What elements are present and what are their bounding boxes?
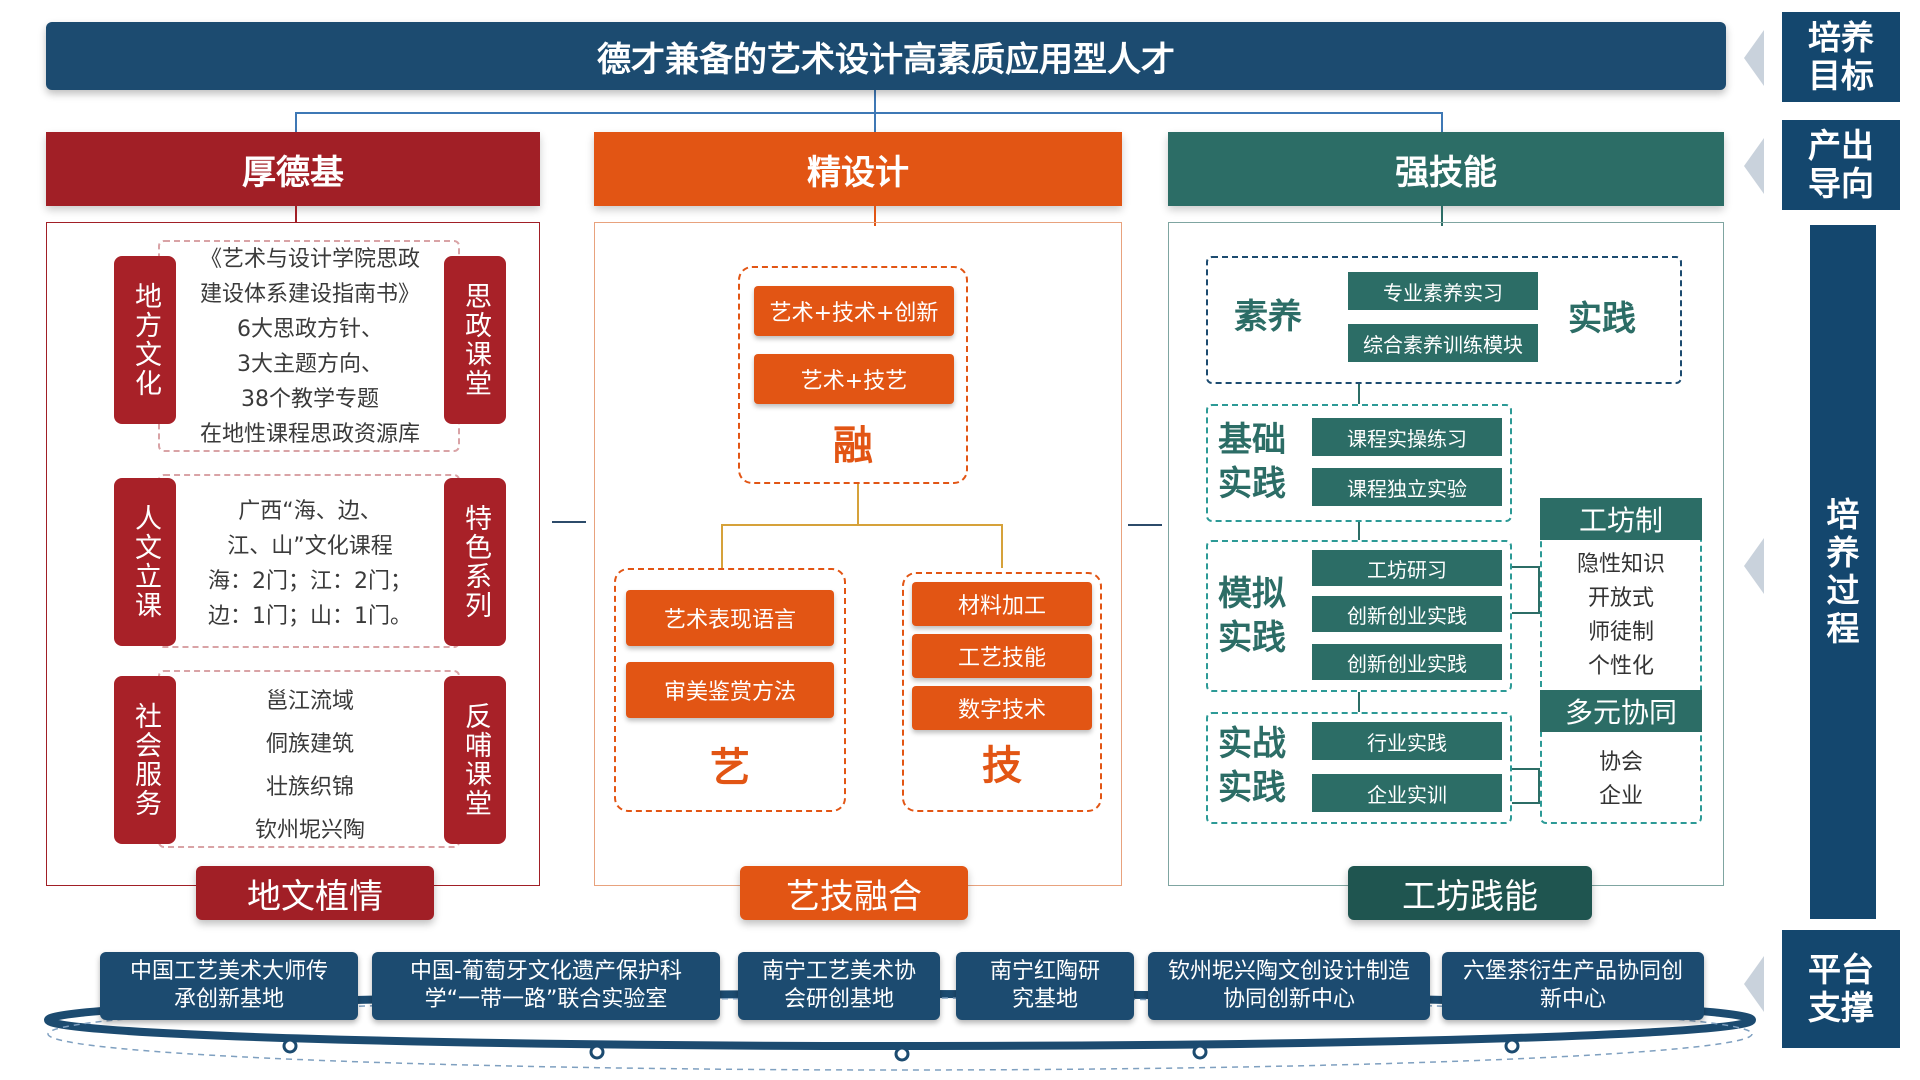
side-label-goal: 培养目标 (1782, 12, 1900, 102)
page-title: 德才兼备的艺术设计高素质应用型人才 (597, 39, 1175, 80)
column-header-right: 强技能 (1168, 132, 1724, 206)
footer-tag-left: 地文植情 (196, 866, 434, 920)
sim-item-2: 创新创业实践 (1312, 596, 1502, 632)
tree-connector (721, 524, 723, 568)
title-bar: 德才兼备的艺术设计高素质应用型人才 (46, 22, 1726, 90)
fusion-box (738, 266, 968, 484)
basic-item-1: 课程实操练习 (1312, 418, 1502, 456)
connector-left (295, 112, 297, 132)
basic-practice-label: 基础实践 (1218, 420, 1286, 504)
tech-box (902, 572, 1102, 812)
chevron-left-icon (1744, 30, 1764, 86)
left-row-2-text: 广西“海、边、 江、山”文化课程 海：2门；江：2门； 边：1门；山：1门。 (208, 499, 412, 629)
sim-practice-label: 模拟实践 (1218, 574, 1286, 658)
art-item-2: 审美鉴赏方法 (626, 662, 834, 718)
connector-middle-down (874, 206, 876, 226)
literacy-right-label: 实践 (1568, 299, 1636, 339)
tree-connector (1358, 692, 1360, 712)
tech-item-1: 材料加工 (912, 582, 1092, 626)
tree-connector (1358, 522, 1360, 540)
fusion-item-2: 艺术+技艺 (754, 354, 954, 404)
tag-feedback-class: 反哺课堂 (444, 676, 506, 844)
sim-practice-box (1206, 540, 1512, 692)
tech-label: 技 (982, 743, 1022, 789)
column-header-left: 厚德基 (46, 132, 540, 206)
side-label-platform: 平台支撑 (1782, 930, 1900, 1048)
separator-dash (552, 521, 586, 523)
connector-middle (874, 112, 876, 132)
side-label-output: 产出导向 (1782, 120, 1900, 210)
tech-item-3: 数字技术 (912, 686, 1092, 730)
art-label: 艺 (710, 745, 750, 791)
tag-humanities-course: 人文立课 (114, 478, 176, 646)
tag-local-culture: 地方文化 (114, 256, 176, 424)
bracket-connector (1512, 566, 1540, 614)
workshop-title: 工坊制 (1540, 498, 1702, 540)
sim-item-3: 创新创业实践 (1312, 644, 1502, 680)
collab-title: 多元协同 (1540, 690, 1702, 732)
connector-horizontal (295, 112, 1441, 114)
footer-tag-right: 工坊践能 (1348, 866, 1592, 920)
fusion-label: 融 (833, 423, 873, 469)
side-label-process: 培养过程 (1810, 225, 1876, 919)
literacy-item-2: 综合素养训练模块 (1348, 324, 1538, 362)
combat-practice-label: 实战实践 (1218, 724, 1286, 808)
literacy-left-label: 素养 (1234, 297, 1302, 337)
tree-connector (857, 484, 859, 524)
literacy-box (1206, 256, 1682, 384)
tree-connector (1001, 524, 1003, 568)
chevron-left-icon (1744, 538, 1764, 594)
tag-ideology-class: 思政课堂 (444, 256, 506, 424)
tag-special-series: 特色系列 (444, 478, 506, 646)
art-box (614, 568, 846, 812)
fusion-item-1: 艺术+技术+创新 (754, 286, 954, 336)
column-header-middle: 精设计 (594, 132, 1122, 206)
platform-3: 南宁工艺美术协会研创基地 (738, 952, 940, 1020)
separator-dash (1128, 524, 1162, 526)
platform-1: 中国工艺美术大师传承创新基地 (100, 952, 358, 1020)
connector-right-down (1441, 206, 1443, 226)
connector-title-trunk (874, 90, 876, 114)
tree-connector (721, 524, 1003, 526)
chevron-left-icon (1744, 956, 1764, 1012)
left-row-3-text: 邕江流域 侗族建筑 壮族织锦 钦州坭兴陶 (254, 689, 365, 843)
combat-item-1: 行业实践 (1312, 722, 1502, 760)
combat-practice-box (1206, 712, 1512, 824)
platform-5: 钦州坭兴陶文创设计制造协同创新中心 (1148, 952, 1430, 1020)
sim-item-1: 工坊研习 (1312, 550, 1502, 586)
connector-right (1441, 112, 1443, 132)
platform-4: 南宁红陶研究基地 (956, 952, 1134, 1020)
art-item-1: 艺术表现语言 (626, 590, 834, 646)
bracket-connector (1512, 768, 1540, 804)
collab-list: 协会 企业 (1598, 750, 1643, 809)
platform-6: 六堡茶衍生产品协同创新中心 (1442, 952, 1704, 1020)
basic-practice-box (1206, 404, 1512, 522)
platform-2: 中国-葡萄牙文化遗产保护科学“一带一路”联合实验室 (372, 952, 720, 1020)
combat-item-2: 企业实训 (1312, 774, 1502, 812)
left-row-1-text: 《艺术与设计学院思政 建设体系建设指南书》 6大思政方针、 3大主题方向、 38… (199, 247, 420, 447)
connector-left-down (295, 206, 297, 222)
tree-connector (1358, 384, 1360, 404)
literacy-item-1: 专业素养实习 (1348, 272, 1538, 310)
basic-item-2: 课程独立实验 (1312, 468, 1502, 506)
chevron-left-icon (1744, 138, 1764, 194)
workshop-list: 隐性知识 开放式 师徒制 个性化 (1576, 552, 1665, 679)
tech-item-2: 工艺技能 (912, 634, 1092, 678)
tag-social-service: 社会服务 (114, 676, 176, 844)
footer-tag-middle: 艺技融合 (740, 866, 968, 920)
